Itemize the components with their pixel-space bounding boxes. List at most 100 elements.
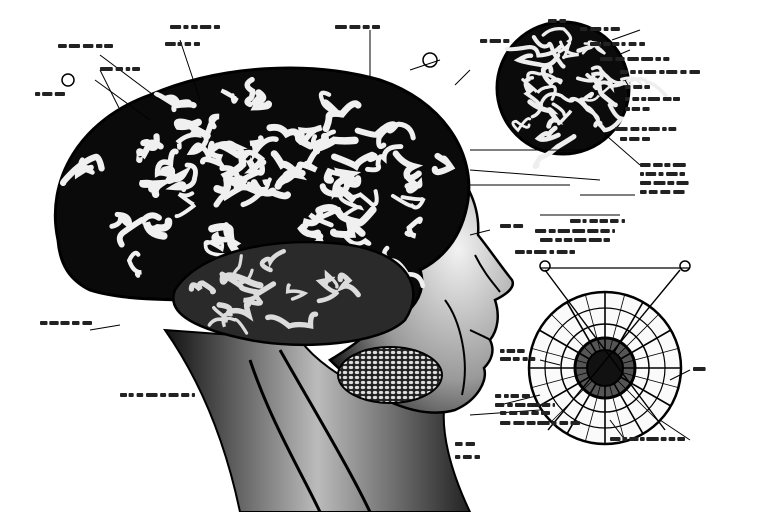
gyrus-fold [74,157,95,180]
pseudo-text-glyph [177,42,183,46]
pseudo-text-glyph [515,250,525,254]
radial-spoke [584,385,601,442]
pseudo-text-glyph [35,92,41,96]
pseudo-text-glyph [100,67,113,71]
gyrus-fold [521,78,557,101]
pseudo-text-glyph [673,97,680,101]
pseudo-text-glyph [552,403,555,407]
leader-line [624,79,629,86]
gyrus-fold [600,69,645,91]
pseudo-text-glyph [537,421,550,425]
pseudo-text-glyph [569,250,575,254]
pseudo-text-glyph [639,42,645,46]
gyrus-fold [532,134,577,170]
radial-spoke [609,294,626,351]
leader-line [659,419,691,441]
pseudo-text-glyph [640,181,652,185]
gyrus-fold [297,210,324,238]
pseudo-text-glyph [500,357,511,361]
gyrus-fold [165,162,198,193]
gyrus-fold [559,40,579,60]
pseudo-text-glyph [500,421,511,425]
gyrus-fold [142,217,173,240]
pseudo-text-glyph [82,321,92,325]
pseudo-text-glyph [193,42,200,46]
gyrus-fold [611,76,668,98]
pseudo-text-glyph [362,25,370,29]
pseudo-text-glyph [181,393,190,397]
pseudo-text-glyph [666,70,678,74]
pseudo-text-glyph [641,57,654,61]
gyrus-fold [578,91,600,121]
pseudo-text-glyph [629,437,639,441]
pseudo-text-glyph [465,442,475,446]
radial-spoke [531,347,588,364]
pseudo-text-glyph [668,437,676,441]
marker-circle [539,260,551,272]
radial-spoke [566,383,597,435]
pseudo-text-glyph [610,27,620,31]
gyrus-fold [270,150,308,190]
pseudo-text-glyph [515,403,526,407]
gyrus-fold [312,132,359,153]
leader-line [609,419,626,441]
pseudo-text-glyph [676,181,689,185]
gyrus-fold [319,175,362,198]
pseudo-text-glyph [648,127,660,131]
gyrus-fold [322,100,362,133]
pseudo-text-glyph [170,25,182,29]
pseudo-text-glyph [551,421,557,425]
pseudo-text-glyph [673,190,685,194]
pseudo-text-glyph [630,70,636,74]
pseudo-text-glyph [335,25,347,29]
pseudo-text-glyph [541,411,550,415]
gyrus-fold [244,76,256,108]
pseudo-text-glyph [588,238,602,242]
pseudo-text-glyph [600,57,613,61]
pseudo-text-glyph [165,42,176,46]
pseudo-text-glyph [42,92,53,96]
gyrus-fold [216,301,254,322]
pseudo-text-glyph [535,229,547,233]
pseudo-text-glyph [506,349,516,353]
pseudo-text-glyph [668,127,677,131]
gyrus-fold [250,179,291,200]
pseudo-text-glyph [644,85,650,89]
radial-spoke [609,385,626,442]
pseudo-text-glyph [620,137,628,141]
pseudo-text-glyph [625,107,630,111]
radial-spoke [622,372,679,389]
pseudo-text-glyph [655,57,661,61]
cheek-mesh [337,346,443,404]
pseudo-text-glyph [574,238,587,242]
pseudo-text-glyph [563,238,573,242]
gyrus-fold [186,138,212,162]
pseudo-text-glyph [372,25,380,29]
gyrus-fold [575,65,604,85]
pseudo-text-glyph [549,250,555,254]
pseudo-text-glyph [570,219,581,223]
pseudo-text-glyph [660,190,671,194]
pseudo-text-glyph [527,403,540,407]
pseudo-text-glyph [548,229,556,233]
pseudo-text-glyph [677,437,685,441]
gyrus-fold [318,90,341,116]
pseudo-text-glyph [641,97,647,101]
pseudo-text-glyph [526,421,536,425]
pseudo-text-glyph [631,107,641,111]
pseudo-text-glyph [640,190,647,194]
pseudo-text-glyph [500,411,507,415]
pseudo-text-glyph [72,321,80,325]
pseudo-text-glyph [349,25,361,29]
gyrus-fold [531,35,566,69]
pseudo-text-glyph [612,42,620,46]
radial-spoke [617,380,660,423]
pseudo-text-glyph [540,238,553,242]
pseudo-text-glyph [627,57,639,61]
pseudo-text-glyph [504,394,509,398]
radial-spoke [550,313,593,356]
pseudo-text-glyph [120,393,127,397]
gyrus-fold [315,278,340,304]
pseudo-text-glyph [541,403,551,407]
pseudo-text-glyph [680,70,687,74]
